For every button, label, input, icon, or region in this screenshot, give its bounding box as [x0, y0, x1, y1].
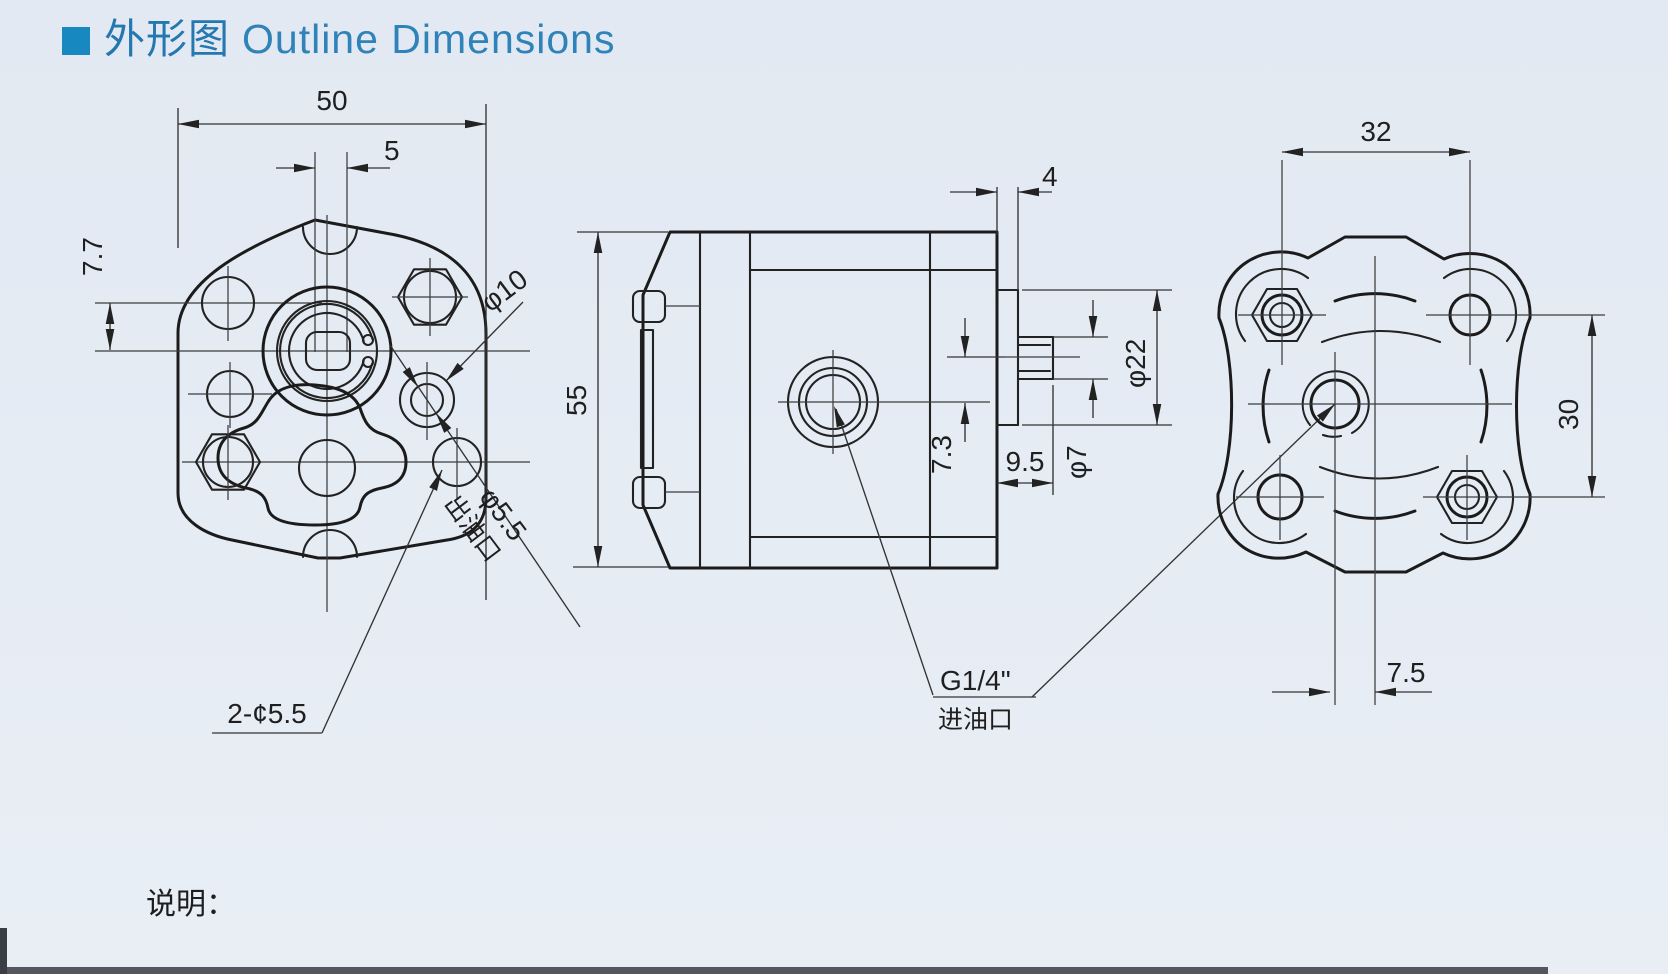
page-title-en: Outline Dimensions — [242, 16, 616, 62]
dim-phi22-label: φ22 — [1120, 339, 1151, 388]
front-hole-mid-left — [188, 362, 272, 428]
dim-4-label: 4 — [1042, 161, 1058, 192]
front-view-outline — [176, 218, 488, 560]
dim-7-5: 7.5 — [1272, 657, 1432, 697]
inlet-leader: G1/4" 进油口 — [829, 400, 1338, 734]
dim-55: 55 — [561, 231, 668, 568]
front-mount-hole-bottom-right — [431, 428, 483, 500]
mount-holes-label: 2-¢5.5 — [227, 698, 306, 729]
dim-phi7: φ7 — [1053, 300, 1108, 479]
front-shaft-boss — [261, 285, 393, 417]
scan-edge-strip — [0, 967, 1548, 974]
front-bolt-hole-top-left — [200, 266, 256, 341]
notes-heading: 说明： — [146, 888, 236, 921]
side-view: 55 4 φ22 — [561, 161, 1338, 734]
gasket-contour — [216, 383, 408, 527]
dim-phi7-label: φ7 — [1061, 445, 1092, 479]
dim-mount-holes: 2-¢5.5 — [212, 468, 446, 734]
notes-block: 说明： 1、排量有0.2，0.4，0.5，0.63 2、进出油口有如下几种：A型… — [146, 790, 1189, 974]
dim-5: 5 — [276, 135, 400, 173]
inlet-thread-label: G1/4" — [940, 665, 1011, 696]
dim-4: 4 — [950, 161, 1058, 290]
dim-7-3: 7.3 — [926, 318, 1005, 474]
front-idler-boss — [297, 438, 357, 498]
dim-9-5-label: 9.5 — [1006, 446, 1045, 477]
dim-7-3-label: 7.3 — [926, 435, 957, 474]
title-bullet-icon — [62, 27, 90, 55]
front-hex-bolt-bottom-left — [194, 425, 262, 500]
bottom-notch — [301, 528, 359, 559]
side-inlet-port — [778, 350, 990, 454]
front-outlet-port — [398, 362, 456, 440]
dim-32-label: 32 — [1360, 116, 1391, 147]
side-shaft-stub — [1005, 335, 1080, 381]
dim-9-5: 9.5 — [997, 385, 1054, 495]
section-title: 外形图 Outline Dimensions — [62, 16, 616, 62]
dim-phi22: φ22 — [1022, 289, 1172, 426]
side-flange-bolts — [631, 289, 700, 510]
dim-55-label: 55 — [561, 385, 592, 416]
dim-7-7: 7.7 — [77, 237, 115, 350]
dim-5-label: 5 — [384, 135, 400, 166]
side-view-outline — [641, 230, 999, 570]
dim-phi10: φ10 — [442, 263, 533, 384]
inlet-port-label: 进油口 — [938, 706, 1013, 734]
front-view: 50 5 7.7 φ10 — [77, 85, 581, 734]
dim-32: 32 — [1282, 116, 1470, 157]
dim-50-label: 50 — [316, 85, 347, 116]
rear-view-outline — [1216, 235, 1532, 574]
dim-30-label: 30 — [1553, 399, 1584, 430]
dim-50: 50 — [177, 85, 487, 600]
dim-7-5-label: 7.5 — [1387, 657, 1426, 688]
rear-lobe-contours — [1233, 268, 1517, 544]
rear-view: 32 30 7.5 — [1216, 116, 1605, 705]
top-notch — [301, 225, 359, 256]
scan-edge-corner — [0, 928, 7, 974]
dim-30: 30 — [1553, 315, 1597, 497]
dim-7-7-label: 7.7 — [77, 237, 108, 276]
front-hex-plug-top-right — [392, 258, 468, 336]
page-title: 外形图 Outline Dimensions — [104, 16, 616, 62]
page-title-zh: 外形图 — [104, 16, 230, 62]
